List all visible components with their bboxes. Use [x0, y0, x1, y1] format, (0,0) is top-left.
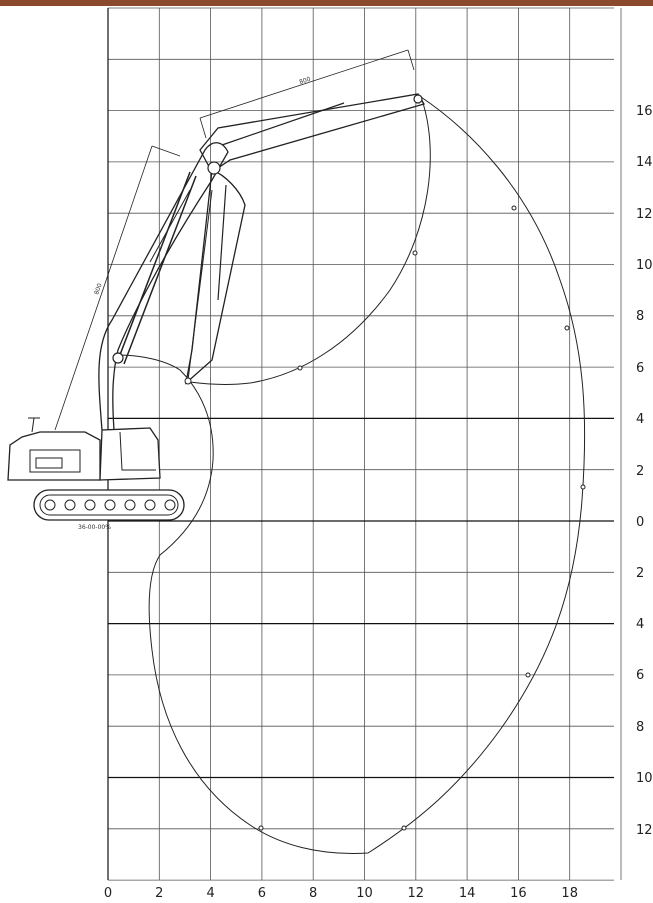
boom [98, 142, 229, 431]
y-tick-label-depth: 2 [636, 566, 644, 581]
x-tick-label: 6 [258, 886, 266, 901]
x-axis-ticks: 0 2 4 6 8 10 12 14 16 18 [104, 886, 578, 901]
x-tick-label: 2 [155, 886, 163, 901]
grid [107, 7, 622, 881]
y-tick-label-height: 10 [636, 258, 653, 273]
upper-structure [7, 417, 161, 481]
undercarriage-code: 36-00-00% [78, 524, 111, 531]
y-tick-label-height: 14 [636, 155, 653, 170]
track-roller [64, 499, 76, 511]
y-tick-label-height: 16 [636, 104, 653, 119]
hydraulic-cylinders [117, 102, 345, 365]
inner-reach-arc [189, 96, 431, 386]
y-tick-label-height: 12 [636, 207, 653, 222]
track-roller [164, 499, 176, 511]
x-tick-label: 14 [459, 886, 476, 901]
track-roller [44, 499, 56, 511]
y-tick-label-height: 2 [636, 464, 644, 479]
undercarriage: 36-00-00% [33, 489, 185, 531]
y-tick-label-depth: 4 [636, 617, 644, 632]
y-tick-label-height: 4 [636, 412, 644, 427]
y-tick-label-height: 8 [636, 309, 644, 324]
y-tick-label-depth: 10 [636, 771, 653, 786]
y-tick-label-height: 6 [636, 361, 644, 376]
track-roller [124, 499, 136, 511]
top-accent-bar [0, 0, 653, 6]
dimension-label-boom: 800 [93, 282, 103, 295]
y-tick-label-depth: 8 [636, 720, 644, 735]
working-range-envelope [117, 96, 586, 854]
x-tick-label: 0 [104, 886, 112, 901]
dimension-label-arm: 800 [298, 76, 311, 86]
y-tick-label-height: 0 [636, 515, 644, 530]
y-tick-label-depth: 6 [636, 668, 644, 683]
x-tick-label: 18 [561, 886, 578, 901]
x-tick-label: 10 [356, 886, 373, 901]
pivot-joints [112, 94, 586, 831]
y-tick-label-depth: 12 [636, 823, 653, 838]
x-tick-label: 4 [206, 886, 214, 901]
track-roller [104, 499, 116, 511]
track-roller [144, 499, 156, 511]
track-roller [84, 499, 96, 511]
x-tick-label: 12 [408, 886, 425, 901]
dimension-lines: 800 800 [54, 49, 415, 431]
x-tick-label: 16 [510, 886, 527, 901]
y-axis-ticks: 16 14 12 10 8 6 4 2 0 2 4 6 8 10 12 [636, 104, 653, 838]
x-tick-label: 8 [309, 886, 317, 901]
